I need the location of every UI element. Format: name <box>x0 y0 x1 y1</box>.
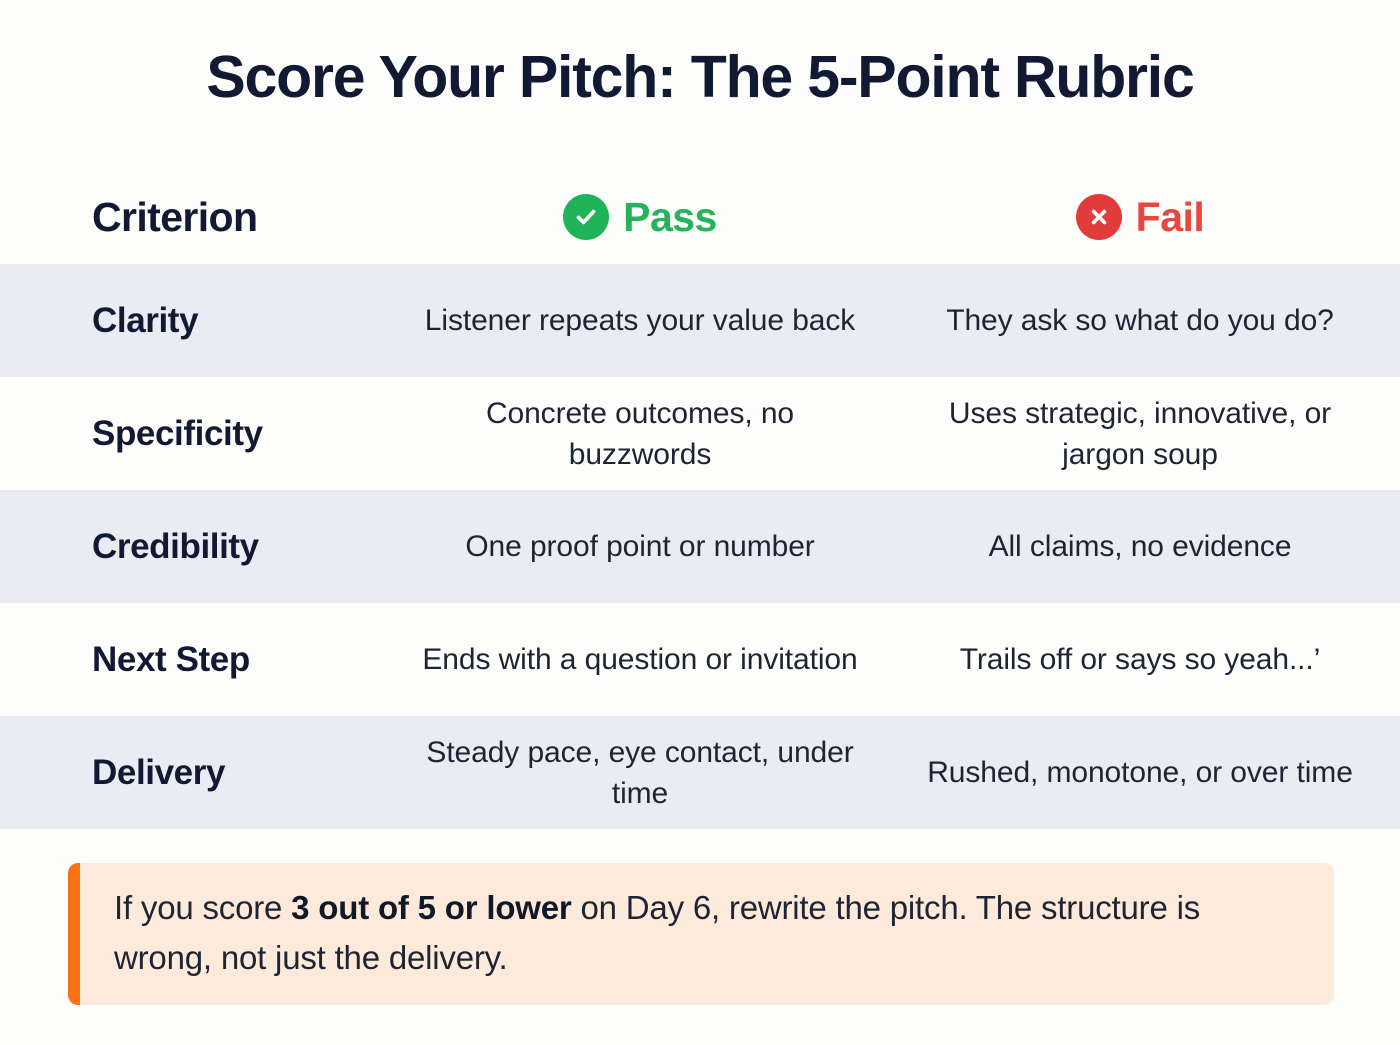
row-criterion-cell: Clarity <box>0 300 400 342</box>
criterion-label: Specificity <box>92 413 263 453</box>
row-pass-cell: Concrete outcomes, no buzzwords <box>400 393 880 475</box>
pass-text: Steady pace, eye contact, under time <box>426 735 854 810</box>
row-fail-cell: Trails off or says so yeah...’ <box>880 639 1400 680</box>
pass-text: Ends with a question or invitation <box>422 643 858 676</box>
row-fail-cell: Rushed, monotone, or over time <box>880 752 1400 793</box>
pass-header-group: Pass <box>563 194 717 240</box>
row-criterion-cell: Credibility <box>0 526 400 568</box>
fail-text: They ask so what do you do? <box>946 304 1334 337</box>
row-criterion-cell: Delivery <box>0 752 400 794</box>
fail-text: Trails off or says so yeah...’ <box>959 643 1321 676</box>
callout-lead: If you score <box>114 889 292 926</box>
rubric-table: Criterion Pass <box>0 170 1400 829</box>
row-pass-cell: Steady pace, eye contact, under time <box>400 732 880 814</box>
callout-tail: on Day 6, rewrite the pitch. The structu… <box>114 889 1201 976</box>
callout-emphasis: 3 out of 5 or lower <box>291 889 572 926</box>
fail-text: All claims, no evidence <box>988 530 1292 563</box>
criterion-label: Delivery <box>92 752 226 792</box>
row-pass-cell: One proof point or number <box>400 526 880 567</box>
callout-text: If you score 3 out of 5 or lower on Day … <box>80 863 1334 1005</box>
header-cell-criterion: Criterion <box>0 194 400 240</box>
table-row: Next Step Ends with a question or invita… <box>0 603 1400 716</box>
row-fail-cell: They ask so what do you do? <box>880 300 1400 341</box>
fail-text: Rushed, monotone, or over time <box>927 756 1353 789</box>
row-criterion-cell: Next Step <box>0 639 400 681</box>
header-cell-fail: Fail <box>880 194 1400 240</box>
table-row: Specificity Concrete outcomes, no buzzwo… <box>0 377 1400 490</box>
callout-box: If you score 3 out of 5 or lower on Day … <box>68 863 1334 1005</box>
table-header-row: Criterion Pass <box>0 170 1400 264</box>
x-circle-icon <box>1075 194 1122 240</box>
page-title: Score Your Pitch: The 5-Point Rubric <box>206 44 1194 110</box>
table-row: Delivery Steady pace, eye contact, under… <box>0 716 1400 829</box>
pass-text: Concrete outcomes, no buzzwords <box>485 396 795 471</box>
row-pass-cell: Listener repeats your value back <box>400 300 880 341</box>
criterion-label: Next Step <box>92 639 250 679</box>
header-cell-pass: Pass <box>400 194 880 240</box>
row-pass-cell: Ends with a question or invitation <box>400 639 880 680</box>
row-fail-cell: Uses strategic, innovative, or jargon so… <box>880 393 1400 475</box>
header-label-criterion: Criterion <box>92 194 258 240</box>
table-row: Credibility One proof point or number Al… <box>0 490 1400 603</box>
row-fail-cell: All claims, no evidence <box>880 526 1400 567</box>
criterion-label: Clarity <box>92 300 199 340</box>
header-label-fail: Fail <box>1135 194 1205 240</box>
pass-text: Listener repeats your value back <box>424 304 856 337</box>
fail-header-group: Fail <box>1075 194 1205 240</box>
header-label-pass: Pass <box>623 194 717 240</box>
pass-text: One proof point or number <box>465 530 815 563</box>
table-row: Clarity Listener repeats your value back… <box>0 264 1400 377</box>
criterion-label: Credibility <box>92 526 259 566</box>
row-criterion-cell: Specificity <box>0 413 400 455</box>
check-circle-icon <box>563 194 610 240</box>
fail-text: Uses strategic, innovative, or jargon so… <box>948 396 1332 471</box>
